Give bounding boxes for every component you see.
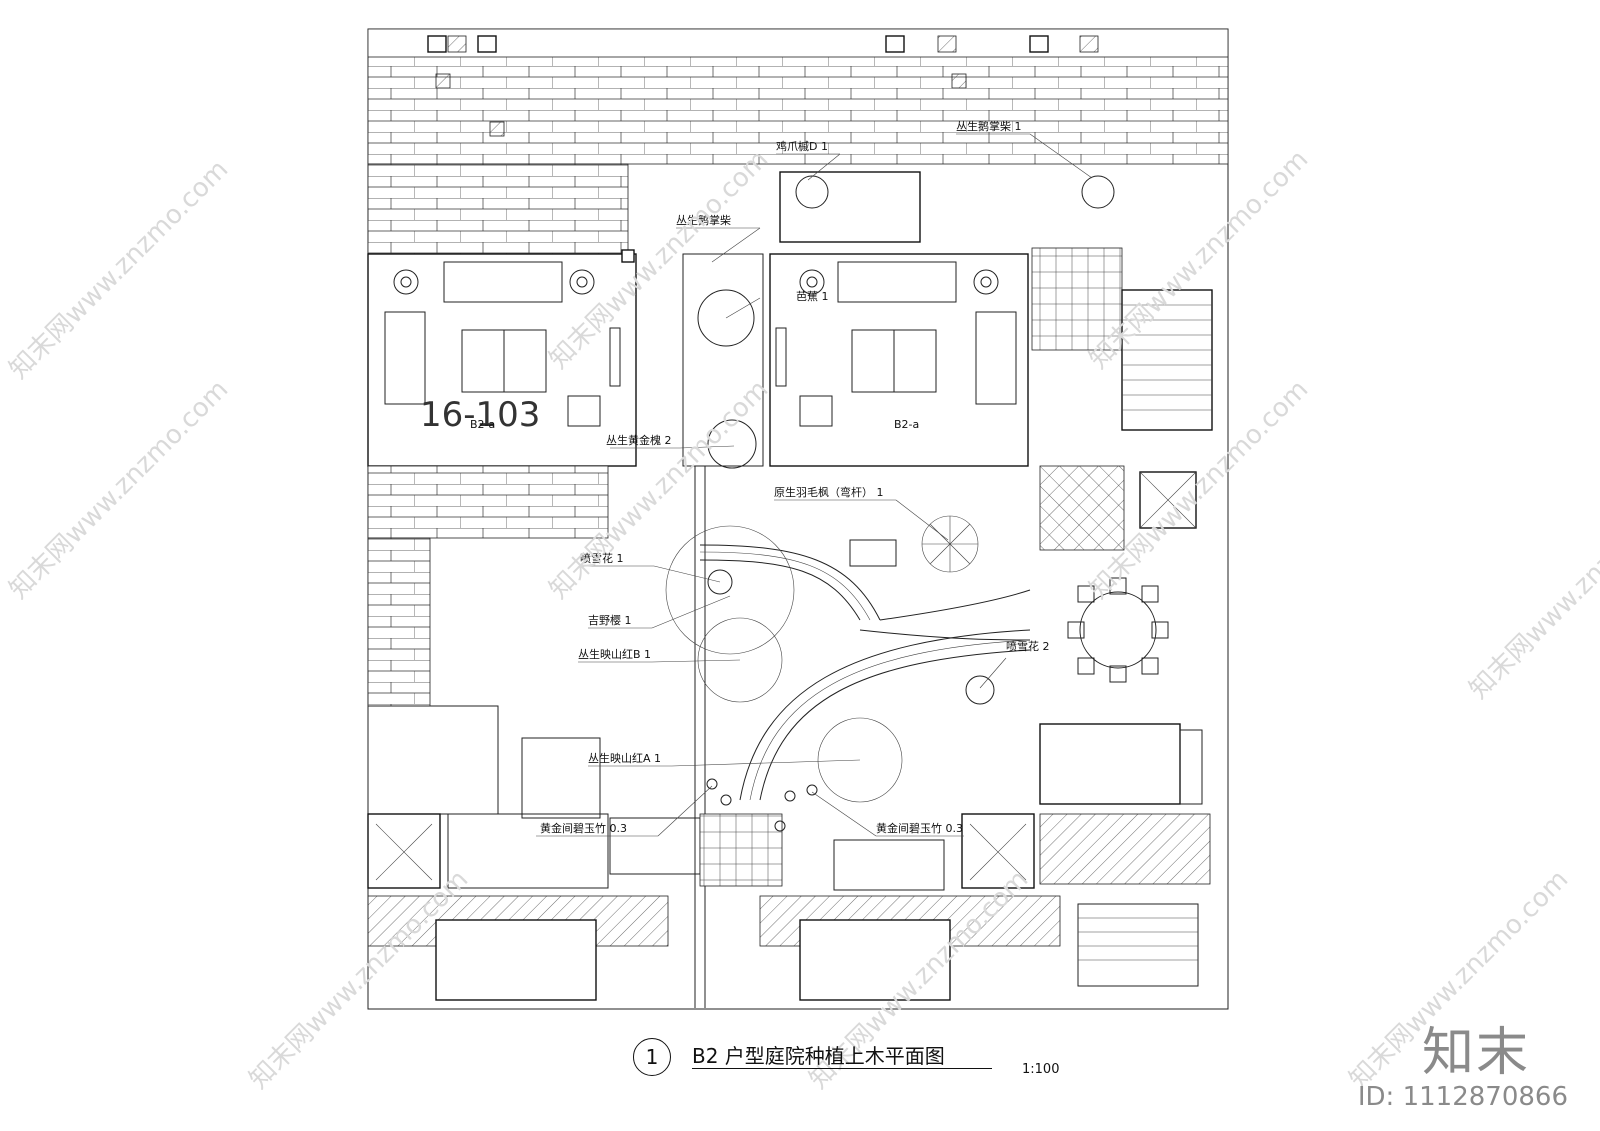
stair-upper: [1121, 289, 1213, 431]
kitchen-left: [435, 919, 597, 1001]
bench: [849, 539, 897, 567]
tree-canopy-large: [665, 525, 795, 655]
left-lounge: [367, 163, 637, 467]
kitchen-counter: [1039, 723, 1181, 805]
spiraea-symbol: [965, 675, 995, 705]
plant-label: 喷雪花 2: [1006, 640, 1050, 653]
plant-label: 丛生鹅掌柴 1: [956, 119, 1022, 133]
bamboo-symbols: [706, 778, 818, 832]
plant-label: 丛生映山红B 1: [578, 647, 651, 661]
dining-table: [1067, 577, 1169, 683]
right-lounge: [769, 253, 1029, 467]
column-markers-top: [427, 35, 1099, 137]
brick-wall-left: [367, 537, 431, 707]
title-number: 1: [633, 1038, 671, 1076]
plant-label: 黄金间碧玉竹 0.3: [876, 821, 963, 835]
water-feature: [521, 737, 601, 819]
room-label-right: B2-a: [894, 418, 919, 431]
feather-maple-symbol: [921, 515, 979, 573]
plant-label: 黄金间碧玉竹 0.3: [540, 821, 627, 835]
tree-canopy-2: [707, 419, 757, 469]
tiled-walk: [699, 813, 783, 887]
kitchen-mid: [799, 919, 951, 1001]
stair-left: [447, 813, 609, 889]
brand-watermark: 知末: [1421, 1023, 1530, 1083]
drawing-scale: 1:100: [1022, 1062, 1060, 1077]
patterned-paving: [1039, 465, 1125, 551]
svg-text:知末网www.znzmo.com: 知末网www.znzmo.com: [4, 154, 235, 385]
id-watermark: ID: 1112870866: [1357, 1082, 1568, 1112]
plant-label: 吉野樱 1: [588, 614, 632, 627]
curved-stone-path: [699, 544, 1031, 801]
plant-label: 鸡爪槭D 1: [776, 139, 828, 153]
plant-label: 丛生鹅掌柴: [676, 213, 731, 227]
stair-treads: [1122, 304, 1212, 411]
lower-left-room: [367, 705, 499, 815]
upper-planter: [779, 171, 921, 243]
unit-number: 16-103: [420, 395, 540, 435]
tree-canopy-1: [697, 289, 755, 347]
svg-text:知末网www.znzmo.com: 知末网www.znzmo.com: [1464, 474, 1600, 705]
brick-steps-left: [367, 465, 609, 539]
drawing-title: B2 户型庭院种植上木平面图: [692, 1044, 945, 1068]
title-underline: [692, 1068, 992, 1069]
plant-label: 丛生映山红A 1: [588, 751, 661, 765]
bathroom: [1031, 247, 1123, 351]
plant-label: 原生羽毛枫（弯杆） 1: [774, 485, 884, 499]
plant-label: 喷雪花 1: [580, 552, 624, 565]
stair-right: [833, 839, 945, 891]
hatched-area-right: [1039, 813, 1211, 885]
leader-lines: [536, 133, 1093, 837]
room-label-left: B2-a: [470, 418, 495, 431]
svg-text:知末网www.znzmo.com: 知末网www.znzmo.com: [4, 374, 235, 605]
plant-label: 芭蕉 1: [796, 289, 829, 303]
stair-lower-right: [1077, 903, 1199, 987]
plant-label: 丛生黄金槐 2: [606, 433, 672, 447]
